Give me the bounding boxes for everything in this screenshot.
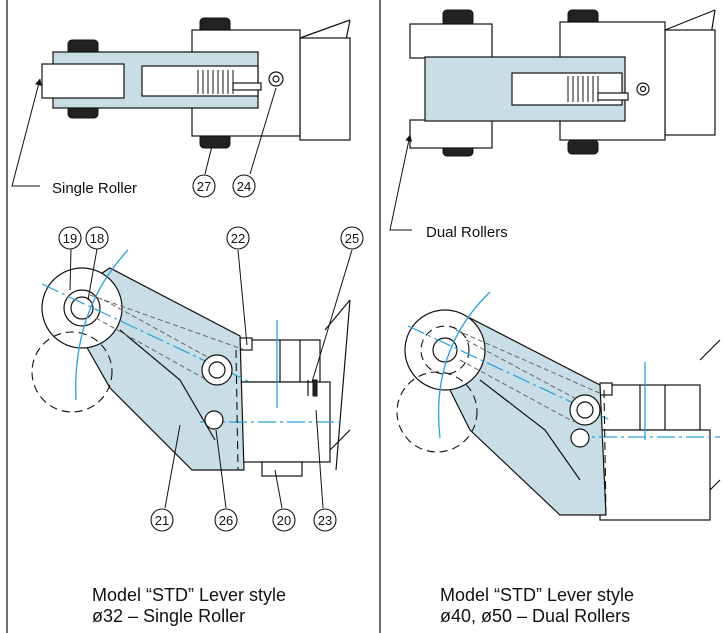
- dual-roller-side-view: [396, 291, 721, 521]
- dual-roller-top-view: [409, 9, 716, 157]
- part-number-18: 18: [85, 226, 109, 250]
- part-number-19: 19: [58, 226, 82, 250]
- part-number-25: 25: [340, 226, 364, 250]
- svg-text:23: 23: [318, 513, 332, 528]
- left-caption-line2: ø32 – Single Roller: [92, 606, 246, 626]
- single-roller-side-view: [31, 249, 351, 477]
- part-number-23: 23: [313, 508, 337, 532]
- svg-text:19: 19: [63, 231, 77, 246]
- dual-rollers-callout: Dual Rollers: [426, 224, 508, 241]
- svg-text:24: 24: [237, 179, 251, 194]
- part-number-26: 26: [214, 508, 238, 532]
- svg-text:25: 25: [345, 231, 359, 246]
- part-number-20: 20: [272, 508, 296, 532]
- single-roller-top-view: [41, 17, 351, 149]
- part-number-27: 27: [192, 174, 216, 198]
- svg-text:21: 21: [155, 513, 169, 528]
- svg-text:26: 26: [219, 513, 233, 528]
- left-caption-line1: Model “STD” Lever style: [92, 585, 287, 605]
- svg-text:20: 20: [277, 513, 291, 528]
- svg-text:18: 18: [90, 231, 104, 246]
- right-caption-line2: ø40, ø50 – Dual Rollers: [440, 606, 631, 626]
- right-caption-line1: Model “STD” Lever style: [440, 585, 635, 605]
- svg-text:27: 27: [197, 179, 211, 194]
- part-number-22: 22: [226, 226, 250, 250]
- single-roller-callout: Single Roller: [52, 180, 137, 197]
- part-number-21: 21: [150, 508, 174, 532]
- part-number-24: 24: [232, 174, 256, 198]
- svg-text:22: 22: [231, 231, 245, 246]
